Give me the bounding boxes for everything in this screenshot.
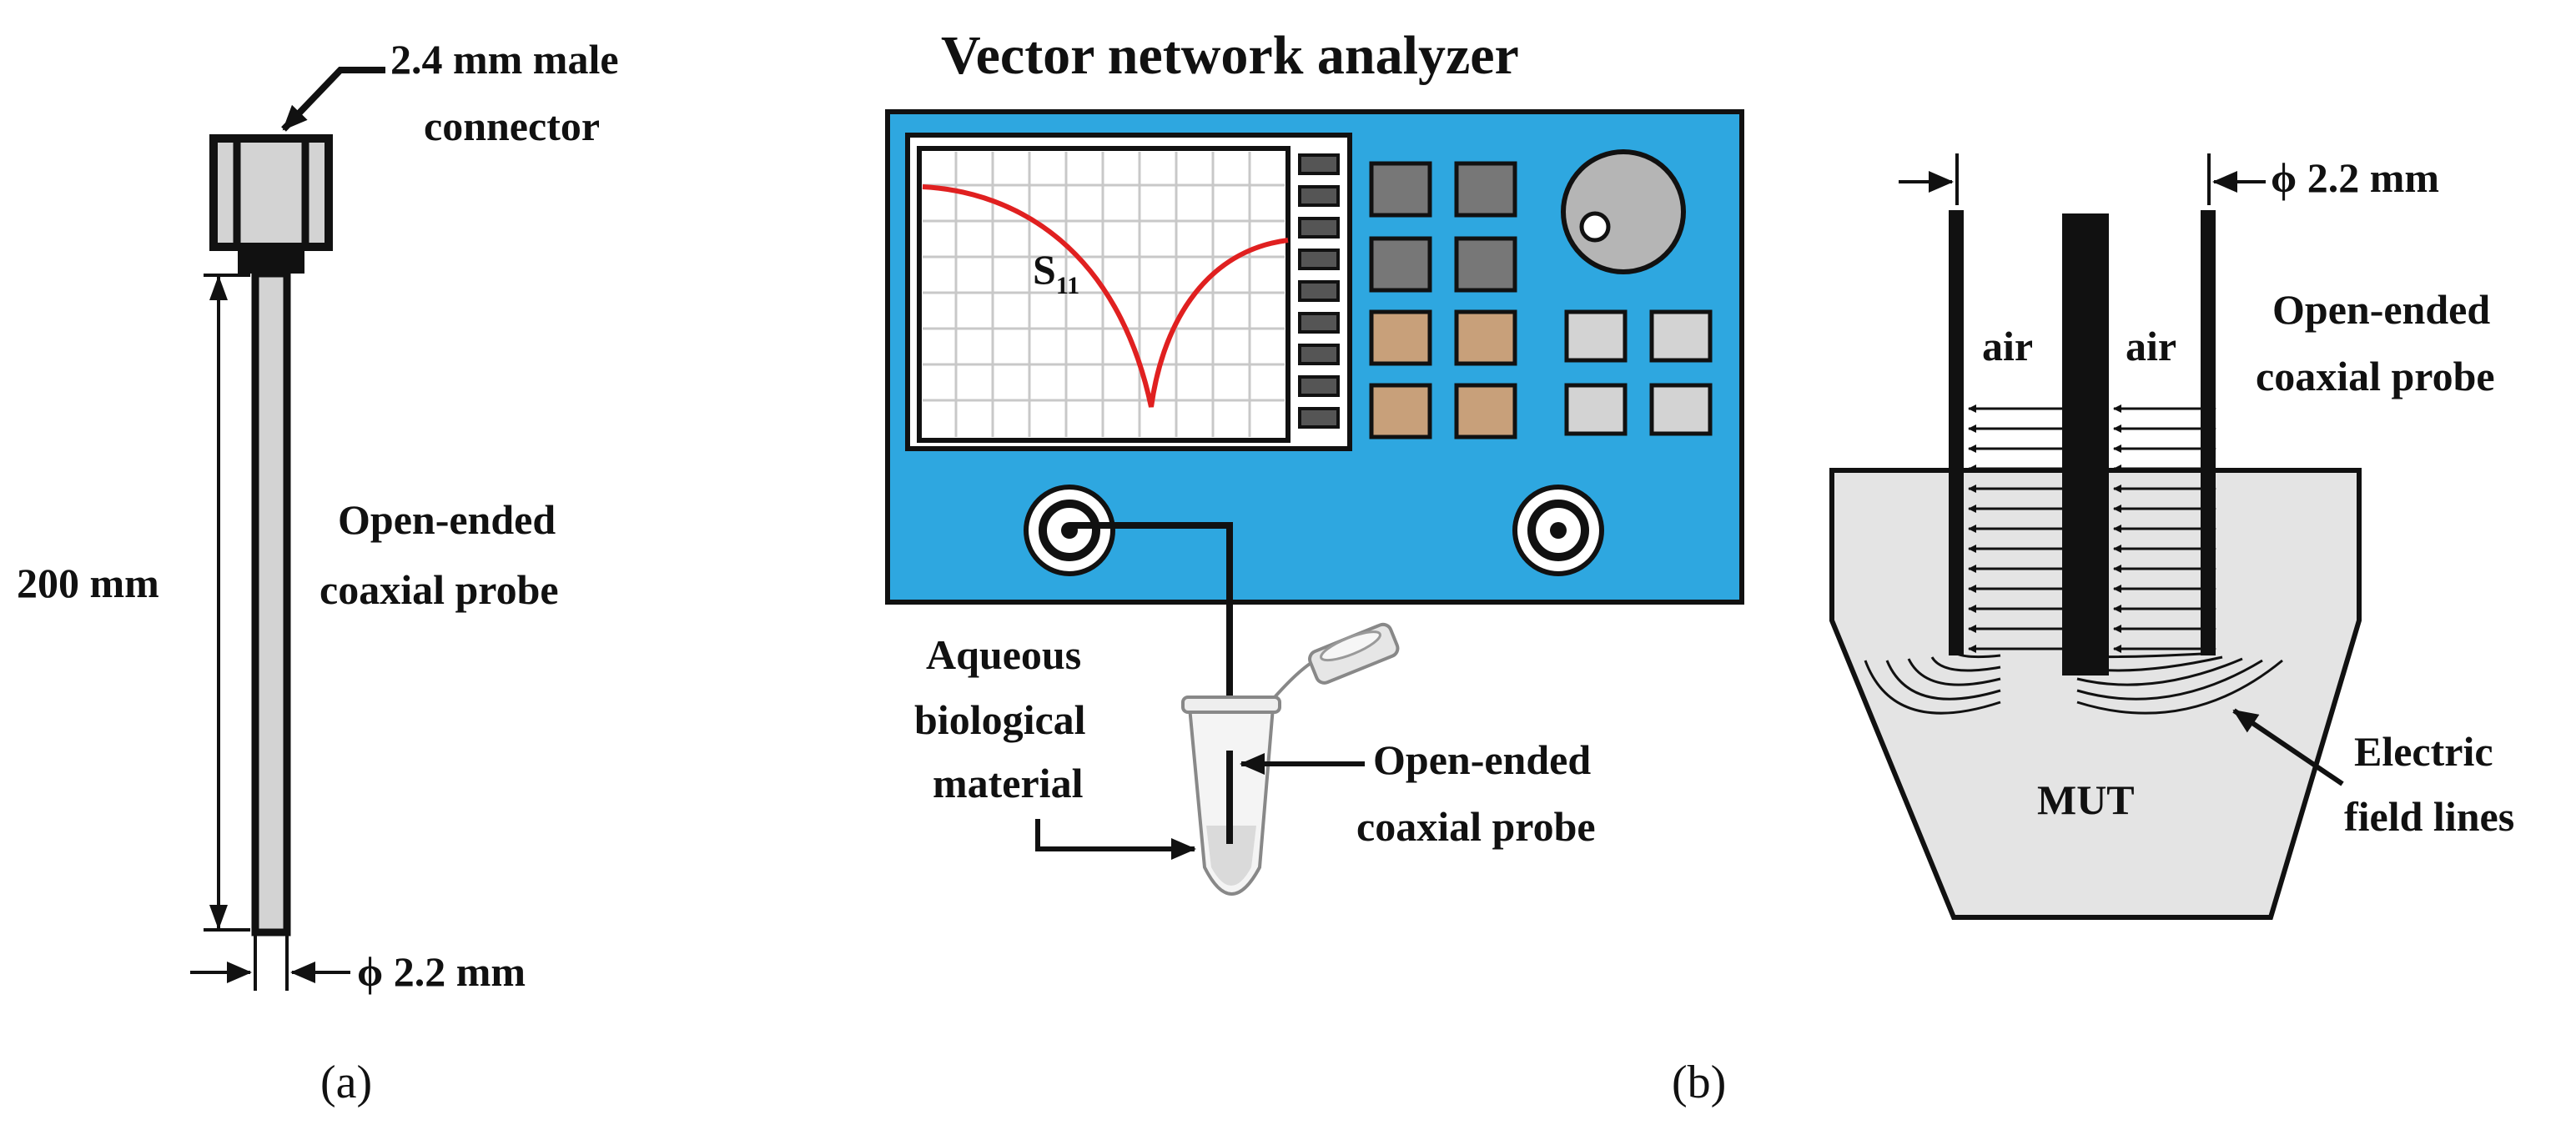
air-label-left: air: [1982, 323, 2033, 369]
diameter-dimension-c: [1899, 153, 2266, 205]
connector-label-line2: connector: [424, 103, 600, 149]
horizontal-field-arrows: [1968, 404, 2216, 653]
sample-label-line2: biological: [914, 696, 1086, 743]
key-tan-3[interactable]: [1369, 383, 1432, 439]
soft-key-column: [1298, 153, 1340, 429]
connector-label-line1: 2.4 mm male: [390, 36, 619, 83]
screen-grid: [923, 152, 1285, 437]
sample-label-line1: Aqueous: [926, 631, 1081, 678]
soft-key-9[interactable]: [1298, 407, 1340, 429]
key-tan-2[interactable]: [1454, 309, 1517, 366]
electric-field-lines: [1864, 652, 2283, 715]
port-1-icon[interactable]: [1024, 485, 1115, 576]
caption-a: (a): [320, 1057, 372, 1108]
vna-keypad: [1369, 161, 1713, 439]
key-light-3[interactable]: [1564, 383, 1628, 436]
length-dimension: [204, 274, 250, 932]
soft-key-2[interactable]: [1298, 185, 1340, 207]
probe-b-label-line2: coaxial probe: [1356, 803, 1596, 850]
s11-trace: [922, 184, 1289, 408]
s-param-label: S11: [1033, 246, 1079, 299]
sample-pointer-arrow: [1035, 819, 1196, 860]
sample-label-line3: material: [933, 760, 1084, 806]
panel-a: 2.4 mm male connector 200 mm Open-ended …: [17, 36, 619, 1108]
soft-key-4[interactable]: [1298, 249, 1340, 270]
coax-cable: [1069, 522, 1233, 767]
vna-title: Vector network analyzer: [941, 25, 1519, 86]
probe-c-label-line1: Open-ended: [2272, 286, 2490, 333]
probe-c-label-line2: coaxial probe: [2256, 353, 2495, 399]
caption-b: (b): [1672, 1057, 1726, 1108]
port-2-icon[interactable]: [1512, 485, 1604, 576]
panel-b: Vector network analyzer: [885, 25, 1744, 1108]
soft-key-7[interactable]: [1298, 344, 1340, 365]
connector-icon: [209, 134, 333, 274]
key-dark-3[interactable]: [1369, 236, 1432, 293]
tuning-knob-icon[interactable]: [1561, 149, 1686, 274]
probe-shaft-icon: [251, 269, 291, 937]
probe-label-line1: Open-ended: [338, 496, 556, 543]
soft-key-5[interactable]: [1298, 280, 1340, 302]
inner-conductor: [2062, 213, 2109, 675]
key-dark-1[interactable]: [1369, 161, 1432, 218]
mut-label: MUT: [2037, 776, 2135, 823]
air-label-right: air: [2126, 323, 2176, 369]
field-pointer-arrow: [2232, 708, 2344, 786]
sample-tube-icon: [1181, 622, 1400, 896]
field-label-line1: Electric: [2354, 728, 2493, 775]
soft-key-3[interactable]: [1298, 217, 1340, 239]
key-tan-4[interactable]: [1454, 383, 1517, 439]
probe-label-line2: coaxial probe: [319, 566, 559, 613]
key-tan-1[interactable]: [1369, 309, 1432, 366]
key-dark-2[interactable]: [1454, 161, 1517, 218]
diameter-label-c: ϕ 2.2 mm: [2271, 154, 2439, 201]
outer-conductor-right: [2201, 210, 2216, 655]
probe-b-label-line1: Open-ended: [1373, 736, 1591, 783]
diameter-label: ϕ 2.2 mm: [357, 948, 526, 995]
panel-c: MUT: [1829, 153, 2514, 920]
key-dark-4[interactable]: [1454, 236, 1517, 293]
connector-pointer-arrow: [281, 67, 385, 132]
outer-conductor-left: [1949, 210, 1964, 655]
vna-screen: S11: [905, 133, 1352, 451]
key-light-1[interactable]: [1564, 309, 1628, 363]
soft-key-1[interactable]: [1298, 153, 1340, 175]
soft-key-6[interactable]: [1298, 312, 1340, 334]
key-light-2[interactable]: [1649, 309, 1713, 363]
soft-key-8[interactable]: [1298, 375, 1340, 397]
diameter-dimension: [190, 936, 350, 991]
key-light-4[interactable]: [1649, 383, 1713, 436]
field-label-line2: field lines: [2344, 793, 2514, 840]
length-label: 200 mm: [17, 560, 159, 606]
